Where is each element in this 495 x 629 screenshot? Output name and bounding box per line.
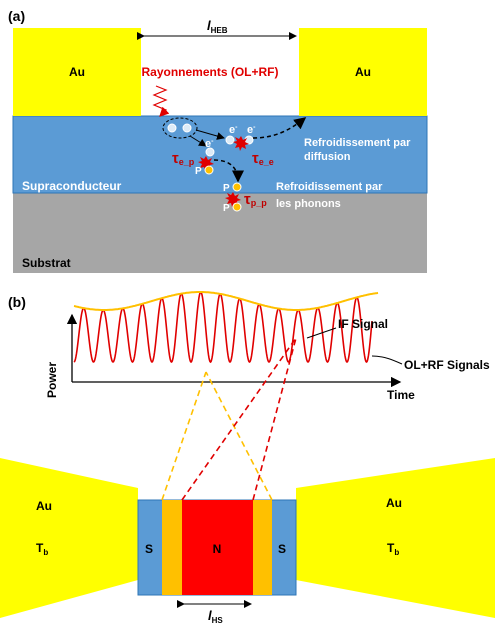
cooper-electron-2: [182, 123, 192, 133]
bridge-s-left-label: S: [145, 542, 153, 556]
pair-breaking-arrow-1: [195, 129, 225, 140]
collision-ee-icon: [233, 136, 249, 151]
bowtie-right-au-label: Au: [386, 496, 402, 510]
tau-ep-label: τe_p: [172, 150, 195, 167]
gold-pad-left-label: Au: [69, 65, 85, 79]
gold-pad-right-label: Au: [355, 65, 371, 79]
projection-orange-left: [161, 371, 207, 501]
phonon-1: [204, 165, 214, 175]
projection-red-left: [181, 337, 297, 501]
diffusion-cooling-label-line2: diffusion: [304, 151, 351, 163]
bowtie-gold-left: [0, 458, 138, 618]
panel-b: (b) Power Time IF Signal OL+RF Signals A…: [0, 291, 495, 625]
hotspot-edge-left: [162, 500, 182, 595]
bowtie-right-temp-label: Tb: [387, 541, 399, 557]
radiation-wave-icon: [152, 85, 170, 117]
gold-pad-left: [13, 28, 141, 116]
bowtie-left-temp-label: Tb: [36, 541, 48, 557]
radiation-label: Rayonnements (OL+RF): [141, 65, 278, 79]
superconductor-label: Supraconducteur: [22, 179, 122, 193]
substrate-layer: [13, 193, 427, 273]
phonon-1-label: P: [195, 166, 202, 177]
diffusion-path-arrow: [252, 117, 307, 139]
hotspot-length-label: lHS: [208, 608, 223, 625]
phonon-cooling-label-line1: Refroidissement par: [276, 181, 383, 193]
if-envelope-curve: [73, 291, 379, 311]
electron-3-label: e-: [205, 138, 214, 150]
electron-1-label: e-: [229, 124, 238, 136]
olrf-signal-wave: [73, 291, 373, 364]
hotspot-normal-region: [182, 500, 253, 595]
projection-orange-right: [205, 371, 273, 501]
phonon-3: [232, 202, 242, 212]
cooper-electron-1: [167, 123, 177, 133]
hotspot-n-label: N: [213, 542, 222, 556]
electron-1: [225, 135, 235, 145]
cooper-pair-ellipse: [162, 117, 198, 139]
pair-breaking-arrow-2: [189, 135, 207, 147]
gold-pad-right: [299, 28, 427, 116]
hotspot-edge-right: [253, 500, 272, 595]
olrf-signal-label: OL+RF Signals: [404, 358, 490, 372]
panel-b-label: (b): [8, 294, 26, 310]
if-signal-label: IF Signal: [338, 317, 388, 331]
phonon-cooling-label-line2: les phonons: [276, 198, 341, 210]
time-axis-label: Time: [387, 388, 415, 402]
power-axis-label: Power: [45, 362, 59, 398]
phonon-3-label: P: [223, 203, 230, 214]
projection-red-right: [252, 337, 297, 501]
electron-2-label: e-: [247, 124, 256, 136]
superconductor-layer: [12, 115, 428, 194]
substrate-label: Substrat: [22, 256, 71, 270]
if-signal-leader: [306, 327, 337, 339]
tau-ee-label: τe_e: [252, 150, 274, 167]
phonon-path-arrow: [213, 159, 244, 183]
panel-a: (a) Substrat Supraconducteur Au Au lHEB …: [8, 8, 428, 273]
tau-pp-label: τp_p: [244, 191, 267, 208]
electron-3: [205, 147, 215, 157]
bowtie-gold-right: [296, 458, 495, 618]
heb-length-label: lHEB: [207, 18, 228, 35]
diffusion-cooling-label-line1: Refroidissement par: [304, 137, 411, 149]
bridge-s-right-label: S: [278, 542, 286, 556]
olrf-signal-leader: [371, 355, 403, 365]
phonon-2-label: P: [223, 183, 230, 194]
bowtie-left-au-label: Au: [36, 499, 52, 513]
phonon-2: [232, 182, 242, 192]
panel-a-label: (a): [8, 8, 25, 24]
